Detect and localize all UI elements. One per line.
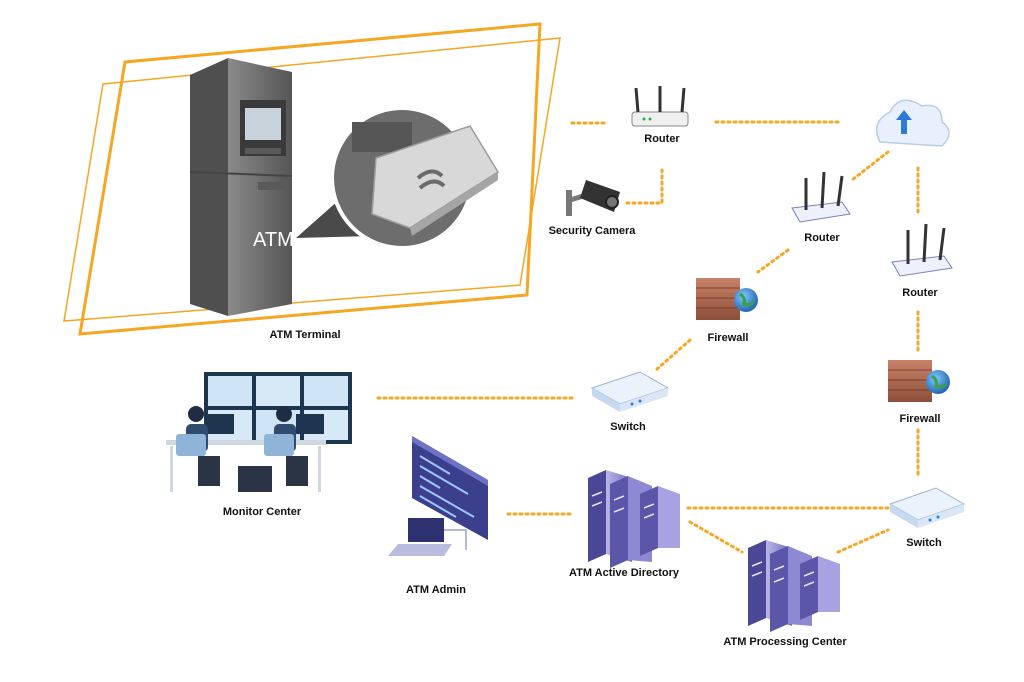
router-icon: [631, 86, 689, 127]
frame-outline-1: [78, 22, 542, 336]
atm-machine-icon: ATM: [189, 58, 294, 316]
processing-center-server-icon: [748, 540, 840, 632]
switch-right-icon: [888, 487, 966, 528]
active-directory-label: ATM Active Directory: [568, 567, 680, 579]
router-right-icon: [891, 223, 953, 277]
switch-left-icon: [590, 371, 670, 412]
frame-outline-2: [63, 37, 561, 322]
atm-admin-label: ATM Admin: [406, 584, 466, 596]
router-mid-label: Router: [804, 232, 840, 244]
router-right-label: Router: [902, 287, 938, 299]
link-router-mid-firewall: [756, 248, 790, 274]
link-cloud-router-mid: [850, 150, 890, 182]
router-mid-icon: [791, 171, 851, 223]
firewall-left-icon: [696, 278, 758, 320]
monitor-center-label: Monitor Center: [222, 506, 302, 518]
firewall-left-label: Firewall: [707, 332, 749, 344]
active-directory-server-icon: [588, 470, 680, 568]
switch-right-label: Switch: [906, 537, 942, 549]
card-reader-zoom-icon: [330, 106, 500, 250]
connection-links: [374, 120, 920, 554]
security-camera-label: Security Camera: [548, 225, 636, 237]
atm-terminal-node: ATM: [63, 22, 561, 336]
firewall-right-label: Firewall: [899, 413, 941, 425]
link-processing-switch-right: [836, 528, 890, 554]
cctv-camera-icon: [566, 180, 620, 216]
firewall-right-icon: [888, 360, 950, 402]
atm-terminal-label: ATM Terminal: [269, 329, 341, 341]
atm-screen-text: ATM: [253, 229, 294, 251]
router-top-label: Router: [644, 133, 680, 145]
switch-left-label: Switch: [610, 421, 646, 433]
link-firewall-switch-left: [654, 338, 692, 372]
link-directory-processing: [688, 520, 744, 554]
monitor-room-icon: [166, 372, 352, 492]
cloud-upload-icon: [875, 99, 950, 147]
link-router-camera: [624, 168, 664, 205]
admin-workstation-icon: [388, 436, 488, 556]
processing-center-label: ATM Processing Center: [723, 636, 847, 648]
